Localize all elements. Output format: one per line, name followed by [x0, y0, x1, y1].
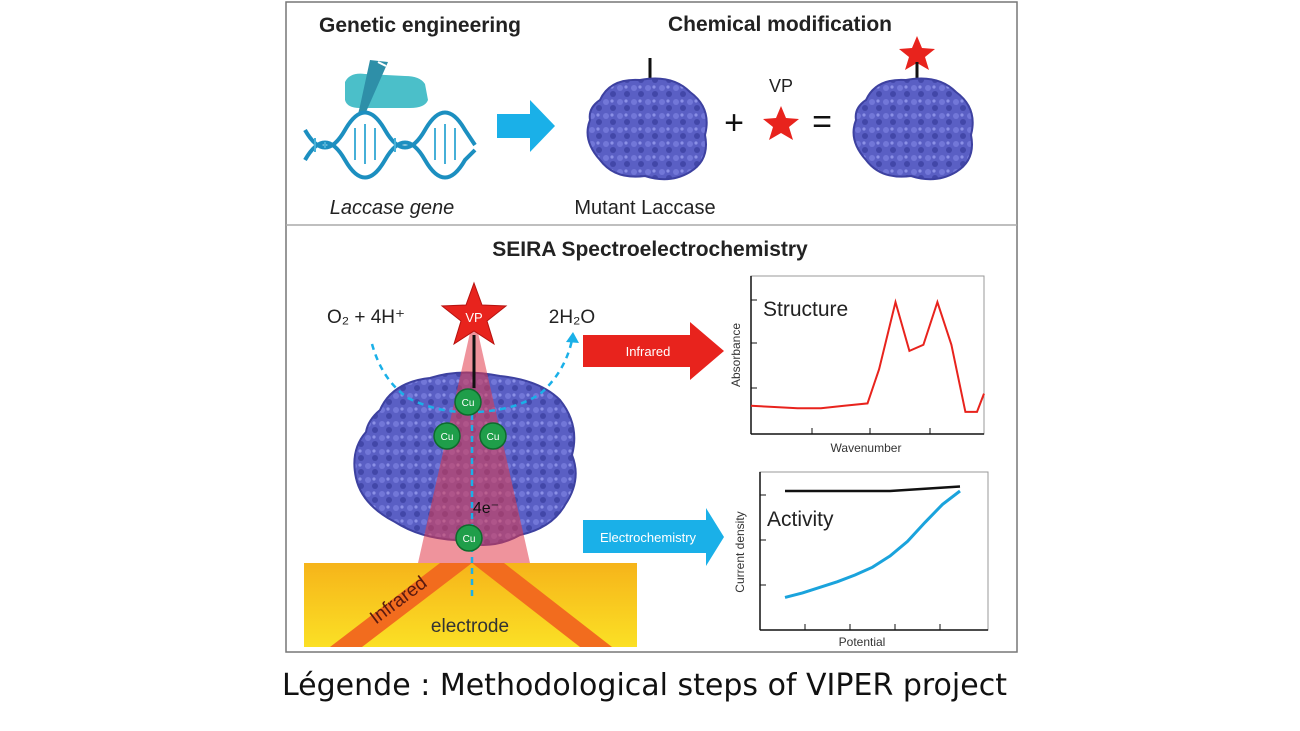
- activity-xlabel: Potential: [839, 635, 886, 649]
- activity-series-line: [784, 489, 961, 599]
- activity-ylabel: Current density: [733, 511, 747, 592]
- arrow-to-mutant: [497, 100, 555, 152]
- dashed-path-h2o: [477, 339, 574, 414]
- infrared-beam-right: [472, 563, 612, 647]
- label-mutant-laccase: Mutant Laccase: [574, 197, 715, 219]
- modified-protein-icon: [852, 36, 974, 181]
- hand-pen-icon: [345, 60, 428, 114]
- dashed-path-o2: [370, 343, 467, 414]
- title-genetic-engineering: Genetic engineering: [319, 14, 521, 37]
- title-seira: SEIRA Spectroelectrochemistry: [492, 238, 808, 261]
- plot-activity: [759, 471, 989, 631]
- mutant-protein-icon: [586, 58, 708, 181]
- label-reactant: O₂ + 4H⁺: [327, 307, 405, 328]
- label-product: 2H₂O: [549, 307, 595, 328]
- figure-caption: Légende : Methodological steps of VIPER …: [282, 668, 1007, 703]
- vp-star-icon: [763, 106, 799, 140]
- cu-atom-bottom: Cu: [455, 524, 483, 552]
- dna-icon: [303, 110, 477, 180]
- infrared-beam-left: [330, 563, 472, 647]
- svg-text:Cu: Cu: [441, 432, 454, 443]
- vp-star-large-icon: [440, 281, 508, 346]
- label-arrow-electrochemistry: Electrochemistry: [600, 530, 697, 545]
- plus-sign: +: [724, 104, 744, 142]
- svg-text:Cu: Cu: [487, 432, 500, 443]
- h2o-arrowhead: [566, 332, 579, 343]
- structure-ylabel: Absorbance: [729, 323, 743, 387]
- title-chemical-modification: Chemical modification: [668, 13, 892, 36]
- label-electrons: 4e⁻: [473, 500, 499, 517]
- activity-plot-title: Activity: [767, 508, 834, 531]
- arrow-electrochemistry: [583, 508, 724, 566]
- structure-plot-title: Structure: [763, 298, 848, 321]
- svg-text:Cu: Cu: [462, 398, 475, 409]
- label-star-vp: VP: [465, 310, 482, 325]
- cu-atom-left: Cu: [433, 422, 461, 450]
- label-laccase-gene: Laccase gene: [330, 197, 455, 219]
- activity-reference-line: [785, 485, 961, 493]
- label-vp: VP: [769, 76, 793, 96]
- label-electrode: electrode: [431, 616, 509, 637]
- structure-series-line: [750, 298, 985, 413]
- equals-sign: =: [812, 103, 832, 141]
- structure-xlabel: Wavenumber: [831, 441, 902, 455]
- infrared-cone: [418, 315, 530, 563]
- svg-text:Cu: Cu: [463, 534, 476, 545]
- cu-atom-right: Cu: [479, 422, 507, 450]
- label-arrow-infrared: Infrared: [626, 344, 671, 359]
- arrow-infrared: [583, 322, 724, 380]
- plot-structure: [750, 275, 985, 435]
- cu-atom-top: Cu: [454, 388, 482, 416]
